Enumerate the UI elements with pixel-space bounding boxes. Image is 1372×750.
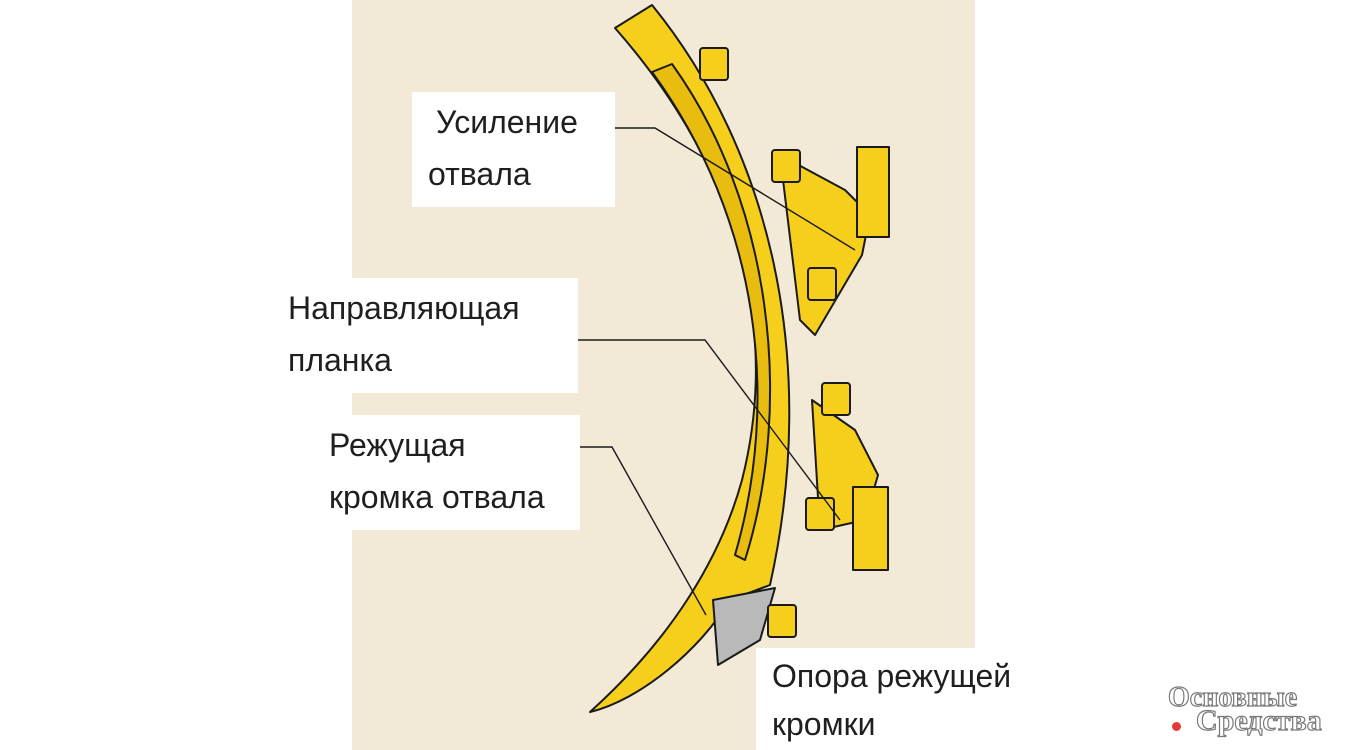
bolt (771, 149, 801, 183)
label-guide-strip-line2: планка (288, 342, 392, 378)
label-reinforcement-line1: Усиление (436, 104, 578, 140)
bolt (699, 47, 729, 81)
label-reinforcement: Усиление отвала (412, 92, 615, 207)
label-guide-strip-line1: Направляющая (288, 290, 520, 326)
lower-side-plate (852, 486, 889, 571)
logo-line1: Основные (1167, 681, 1298, 713)
leader-line-reinforcement (615, 127, 856, 251)
upper-side-plate (856, 146, 890, 238)
label-edge-support-line1: Опора режущей (772, 658, 1012, 694)
bolt (807, 267, 837, 301)
upper-bracket (779, 154, 871, 336)
leader-line-cutting-edge (580, 446, 707, 616)
bolt (767, 604, 797, 638)
label-cutting-edge-line1: Режущая (329, 427, 466, 463)
leader-line-guide-strip (578, 339, 841, 521)
label-cutting-edge-line2: кромка отвала (329, 479, 545, 515)
watermark-logo: Основные Средства (1160, 681, 1365, 744)
bolts (699, 47, 851, 638)
label-cutting-edge: Режущая кромка отвала (313, 415, 580, 530)
logo-line2: Средства (1195, 703, 1322, 737)
bolt (821, 382, 851, 416)
bolt (805, 497, 835, 531)
cutting-edge-support (712, 587, 776, 666)
guide-strip-shape (651, 63, 772, 561)
label-edge-support-line2: кромки (772, 706, 876, 742)
logo-dot-icon (1172, 722, 1181, 731)
label-reinforcement-line2: отвала (428, 156, 531, 192)
label-edge-support: Опора режущей кромки (756, 648, 1056, 750)
label-guide-strip: Направляющая планка (272, 278, 578, 393)
